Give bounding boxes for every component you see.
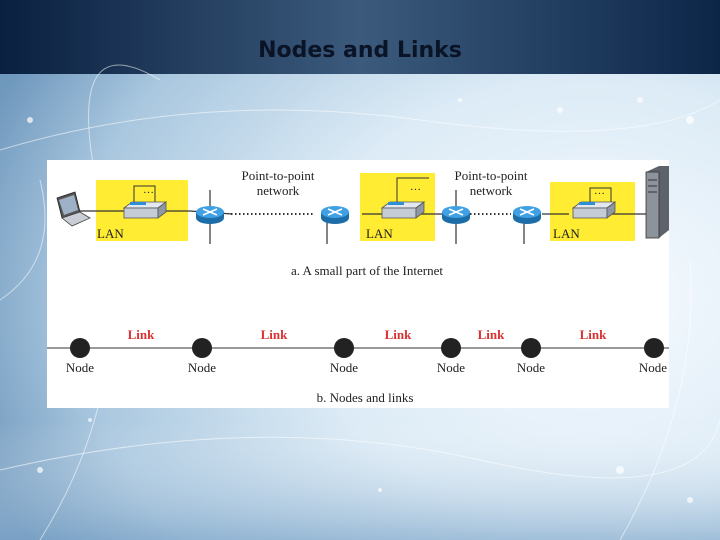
p2p-label-1-line2: network [257,183,300,198]
lan-label-1: LAN [97,226,124,241]
svg-text:…: … [410,181,421,193]
link-label-2: Link [261,327,289,342]
link-label-3: Link [385,327,413,342]
node-label-3: Node [330,360,358,375]
router-icon [512,205,542,225]
network-figure: … … … L [47,160,669,408]
network-diagram: … … … L [47,166,669,405]
link-label-5: Link [580,327,608,342]
node-dot-3 [334,338,354,358]
server-icon [645,166,669,239]
switch-icon [123,201,167,219]
node-dot-6 [644,338,664,358]
node-dot-1 [70,338,90,358]
node-label-1: Node [66,360,94,375]
node-label-6: Node [639,360,667,375]
link-label-1: Link [128,327,156,342]
node-dot-2 [192,338,212,358]
switch-icon [381,201,425,219]
link-label-4: Link [478,327,506,342]
node-label-5: Node [517,360,545,375]
node-dot-4 [441,338,461,358]
node-label-4: Node [437,360,465,375]
laptop-icon [56,191,91,227]
caption-a: a. A small part of the Internet [291,263,443,278]
caption-b: b. Nodes and links [317,390,414,405]
lan-label-2: LAN [366,226,393,241]
node-label-2: Node [188,360,216,375]
p2p-label-2-line2: network [470,183,513,198]
switch-icon [572,201,616,219]
node-dot-5 [521,338,541,358]
p2p-label-2-line1: Point-to-point [455,168,528,183]
router-icon [195,205,225,225]
p2p-label-1-line1: Point-to-point [242,168,315,183]
lan-label-3: LAN [553,226,580,241]
router-icon [441,205,471,225]
svg-text:…: … [143,184,154,196]
slide-title: Nodes and Links [258,38,462,63]
svg-text:…: … [594,185,605,197]
router-icon [320,205,350,225]
